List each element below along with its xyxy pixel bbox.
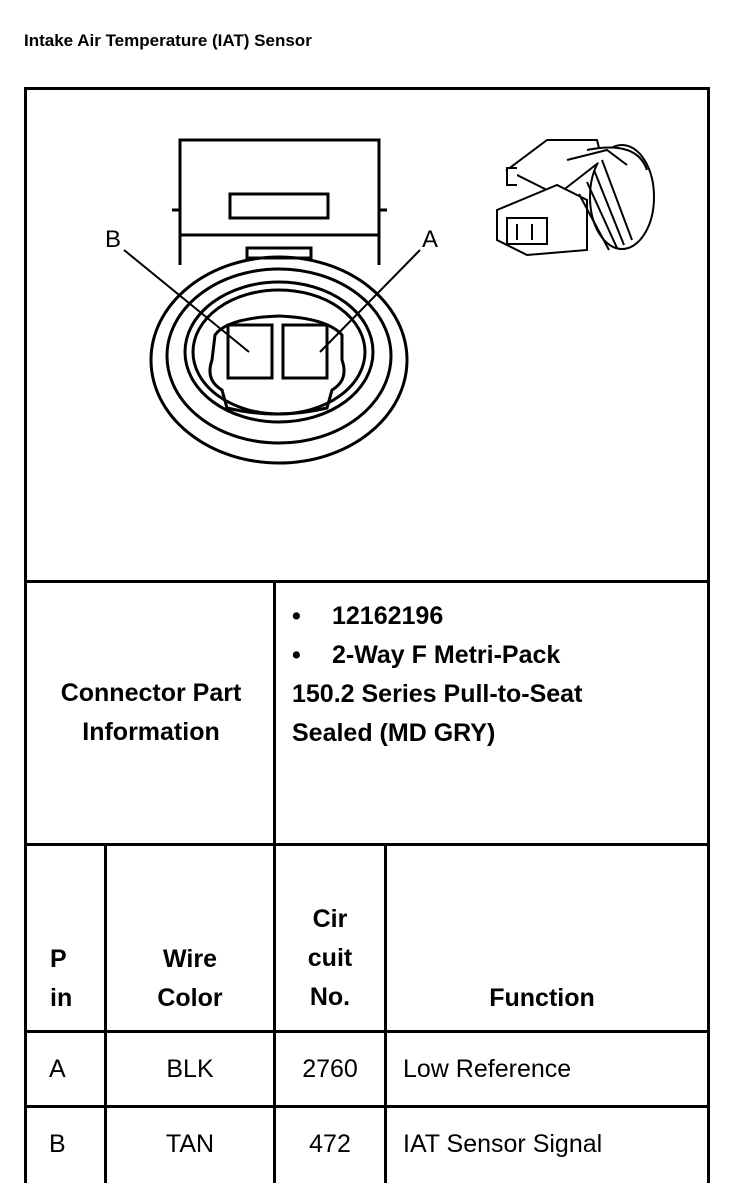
bullet-icon: • [292,641,301,669]
connector-type: 2-Way F Metri-Pack [332,641,561,669]
connector-desc-line2: Sealed (MD GRY) [292,719,496,747]
connector-desc-line1: 150.2 Series Pull-to-Seat [292,680,583,708]
connector-label-line1: Connector Part [60,679,242,707]
divider [24,1030,710,1033]
row-b-circuit: 472 [309,1130,351,1158]
row-a-wire-color: BLK [166,1055,214,1083]
connector-diagram: B A [105,138,655,465]
part-number: 12162196 [332,602,444,630]
pin-b-label: B [105,226,121,253]
connector-info-table [24,87,710,1183]
part-number-bullet: • 12162196 [292,602,443,631]
row-a-function: Low Reference [403,1055,572,1083]
connector-part-info-label: Connector Part Information [27,583,275,843]
row-a-pin: A [49,1055,66,1083]
row-b-function: IAT Sensor Signal [403,1130,603,1158]
pin-a-label: A [422,226,438,253]
page-title: Intake Air Temperature (IAT) Sensor [24,31,312,50]
divider [24,1105,710,1108]
divider [273,580,276,1183]
connector-label-line2: Information [82,718,220,746]
divider [24,843,710,846]
connector-type-bullet: • 2-Way F Metri-Pack [292,641,560,670]
row-a-circuit: 2760 [302,1055,358,1083]
divider [24,580,710,583]
header-function: Function [489,984,595,1012]
divider [384,843,387,1183]
header-circuit-no: Cir cuit No. [307,905,353,1011]
row-b-wire-color: TAN [165,1130,215,1158]
bullet-icon: • [292,602,301,630]
header-pin: P in [50,945,73,1012]
divider [104,843,107,1183]
header-wire-color: Wire Color [157,945,223,1012]
row-b-pin: B [49,1130,66,1158]
